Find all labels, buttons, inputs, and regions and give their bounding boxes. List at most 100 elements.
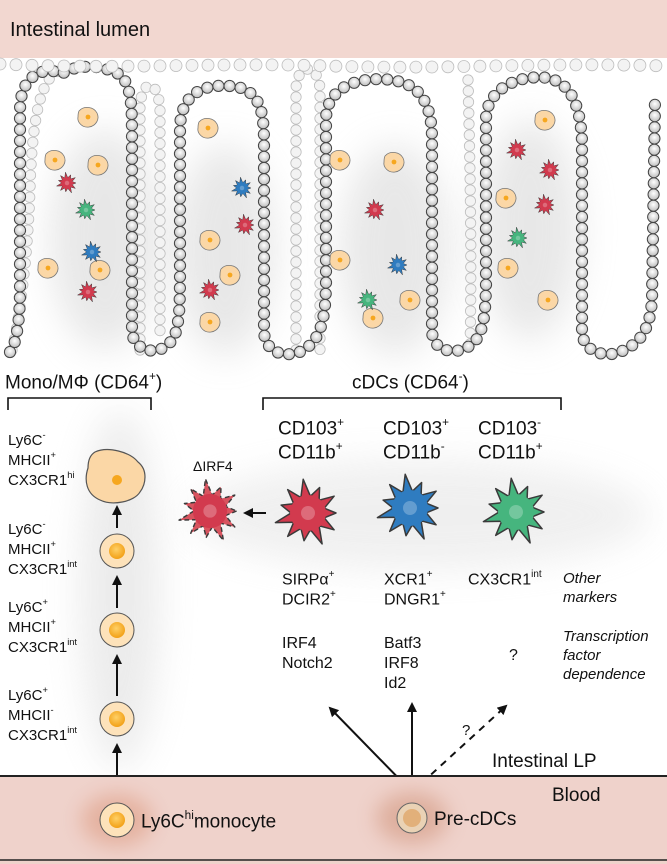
epithelial-cell <box>558 80 571 93</box>
epithelial-cell <box>465 283 477 295</box>
mono-stage-label-3: Ly6C+ MHCII+ CX3CR1int <box>8 597 78 656</box>
epithelial-cell <box>575 188 589 201</box>
epithelial-cell <box>475 323 488 336</box>
epithelial-cell <box>425 60 439 74</box>
epithelial-cell <box>257 251 271 264</box>
epithelial-cell <box>646 266 659 279</box>
epithelial-cell <box>479 267 493 280</box>
delta-irf4-label: ΔIRF4 <box>193 458 233 474</box>
epithelial-cell <box>290 157 302 169</box>
epithelial-cell <box>425 149 439 162</box>
cdc-cd103pos-cd11bneg <box>376 473 439 540</box>
epithelial-cell <box>191 86 204 99</box>
epithelial-cell <box>19 79 32 92</box>
epithelial-cell <box>13 280 27 293</box>
epithelial-cell <box>479 155 493 168</box>
epithelial-cell <box>257 307 271 320</box>
dashed-arrow-question: ? <box>462 722 471 739</box>
epithelial-cell <box>257 318 271 331</box>
epithelial-cell <box>575 322 589 336</box>
epithelial-cell <box>173 237 187 250</box>
epithelial-cell <box>290 102 302 114</box>
epithelial-cell <box>154 193 166 205</box>
epithelial-cell <box>249 58 263 72</box>
epithelial-cell <box>171 315 185 328</box>
epithelial-cell <box>125 130 139 143</box>
epithelial-cell <box>314 320 327 333</box>
epithelial-cell <box>393 60 407 74</box>
epithelial-cell <box>174 114 187 127</box>
epithelial-cell <box>440 344 453 357</box>
cdc-cd103pos-cd11bpos <box>274 478 337 545</box>
epithelial-cell <box>13 179 27 192</box>
epithelial-cell <box>290 135 302 147</box>
epithelial-cell <box>134 340 147 353</box>
epithelial-cell <box>425 306 439 319</box>
epithelial-cell <box>153 94 165 106</box>
epithelial-cell <box>290 113 302 125</box>
epithelial-cell <box>465 261 477 273</box>
epithelial-cell <box>24 169 37 181</box>
epithelial-cell <box>122 85 136 98</box>
epithelial-cell <box>646 244 659 257</box>
epithelial-cell <box>616 344 629 357</box>
blood-label: Blood <box>552 785 601 806</box>
epithelial-cell <box>473 59 487 73</box>
epithelial-cell <box>645 300 658 313</box>
epithelial-cell <box>29 114 42 127</box>
epithelial-cell <box>173 147 187 160</box>
epithelial-cell <box>425 284 439 297</box>
epithelial-cell <box>119 75 132 88</box>
epithelial-cell <box>643 311 656 324</box>
epithelial-cell <box>293 345 306 358</box>
epithelial-cell <box>154 280 166 293</box>
epithelial-cell <box>173 158 187 171</box>
epithelial-cell <box>646 255 659 268</box>
monocyte-precursor-label: Ly6Chimonocyte <box>141 808 277 833</box>
epithelial-cell <box>648 110 661 123</box>
epithelial-cell <box>319 142 333 155</box>
epithelial-cell <box>134 102 146 114</box>
macrophage-small <box>362 308 384 329</box>
epithelial-cell <box>57 59 71 73</box>
lamina-propria-cells <box>37 107 560 333</box>
epithelial-cell <box>594 347 607 360</box>
epithelial-cell <box>479 177 493 190</box>
epithelial-cell <box>125 141 139 154</box>
epithelial-cell <box>13 224 27 237</box>
epithelial-cell <box>323 97 336 110</box>
epithelial-cell <box>489 59 503 73</box>
epithelial-cell <box>463 118 475 130</box>
epithelial-cell <box>425 216 439 229</box>
epithelial-cell <box>402 79 415 92</box>
epithelial-cell <box>290 212 302 224</box>
epithelial-cell <box>465 272 477 284</box>
epithelial-cell <box>257 240 271 253</box>
epithelial-cell <box>281 58 295 72</box>
epithelial-cell <box>125 242 139 255</box>
epithelial-cell <box>348 76 361 89</box>
epithelial-cell <box>290 234 302 246</box>
epithelial-cell <box>153 59 167 73</box>
epithelial-cell <box>488 90 501 103</box>
epithelial-cell <box>479 144 493 157</box>
epithelial-cell <box>422 105 435 118</box>
epithelial-cell <box>125 152 139 165</box>
epithelial-cell <box>411 85 424 98</box>
small-dendritic-cell <box>77 280 98 303</box>
epithelial-cell <box>575 266 589 280</box>
epithelial-cell <box>13 157 27 170</box>
epithelial-cell <box>319 242 333 256</box>
epithelial-cell <box>426 328 439 341</box>
epithelial-cell <box>575 210 589 224</box>
cdc-bracket <box>262 397 562 410</box>
monocyte-stage-4 <box>99 701 135 737</box>
epithelial-cell <box>257 273 271 287</box>
epithelial-cell <box>290 179 302 191</box>
epithelial-cell <box>233 58 247 72</box>
epithelial-cell <box>173 203 187 216</box>
mono-stage-label-1: Ly6C- MHCII+ CX3CR1hi <box>8 430 75 489</box>
epithelial-cell <box>320 108 333 121</box>
epithelial-cell <box>465 239 477 251</box>
monocyte-stage-3 <box>99 612 135 648</box>
